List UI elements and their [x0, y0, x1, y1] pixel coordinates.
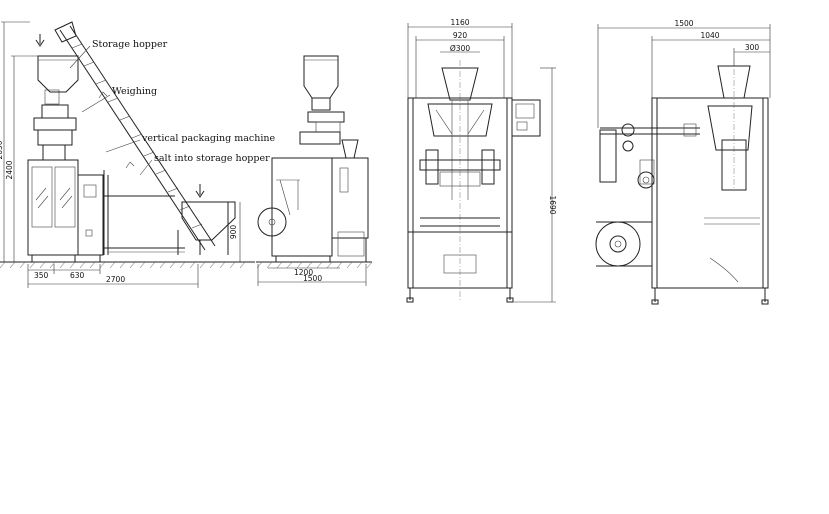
dim-1200: 1200: [294, 268, 313, 277]
dim-1500-mid: 1500: [303, 274, 322, 283]
dim-900: 900: [229, 225, 238, 240]
dim-350: 350: [34, 271, 49, 280]
front-view: 1160 920 Ø300: [406, 18, 557, 303]
dim-1690: 1690: [548, 195, 557, 214]
dim-2700: 2700: [106, 275, 125, 284]
label-storage-hopper: Storage hopper: [92, 39, 168, 50]
dim-1500-right: 1500: [674, 19, 693, 28]
dim-630: 630: [70, 271, 85, 280]
right-side-view: 1500 1040 300: [595, 19, 771, 305]
label-vertical-packaging-machine: vertical packaging machine: [141, 133, 276, 144]
side-layout-view: Storage hopper Weighing vertical packagi…: [0, 21, 276, 288]
dim-300-right: 300: [745, 43, 760, 52]
dim-2650: 2650: [0, 140, 4, 159]
dim-1040: 1040: [700, 31, 719, 40]
dim-1160: 1160: [450, 18, 469, 27]
label-salt-into-storage-hopper: salt into storage hopper: [154, 153, 270, 164]
machine-side-view: 1200 1500: [256, 55, 373, 286]
dim-2400: 2400: [5, 160, 14, 179]
dim-920: 920: [453, 31, 468, 40]
label-weighing: Weighing: [112, 86, 157, 97]
dim-300: Ø300: [450, 44, 470, 53]
